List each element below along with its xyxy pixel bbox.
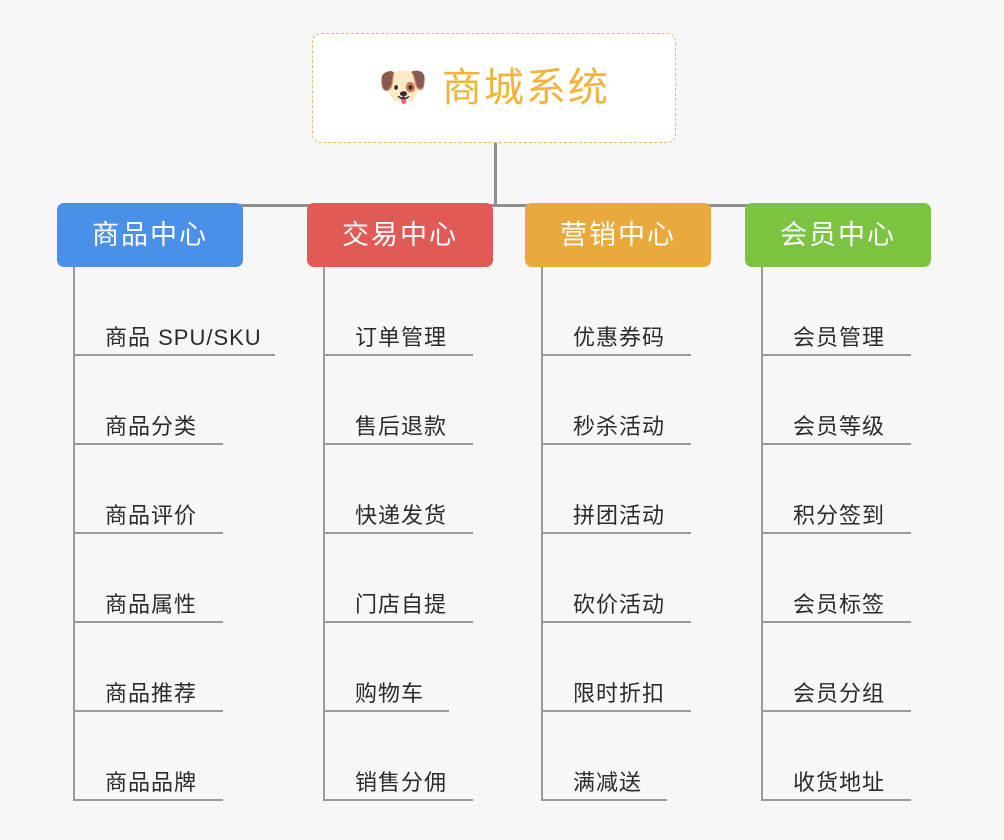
leaf-item[interactable]: 会员管理 [763,267,931,356]
category-header-label: 交易中心 [342,219,458,250]
leaf-underline [763,443,911,445]
column-trade-center: 交易中心订单管理售后退款快递发货门店自提购物车销售分佣 [307,203,493,801]
leaf-underline [75,799,223,801]
category-header-trade-center[interactable]: 交易中心 [307,203,493,267]
leaf-underline [325,532,473,534]
leaf-item[interactable]: 优惠券码 [543,267,711,356]
leaf-item-label: 收货地址 [793,770,886,795]
leaf-item[interactable]: 商品属性 [75,534,243,623]
category-header-marketing-center[interactable]: 营销中心 [525,203,711,267]
leaf-underline [763,621,911,623]
leaf-item[interactable]: 购物车 [325,623,493,712]
leaf-underline [325,621,473,623]
leaf-item[interactable]: 收货地址 [763,712,931,801]
leaf-item-label: 商品推荐 [105,681,198,706]
leaf-underline [75,532,223,534]
category-header-label: 商品中心 [92,219,208,250]
leaf-underline [763,710,911,712]
leaf-underline [325,710,449,712]
leaf-item-label: 砍价活动 [573,592,666,617]
leaf-item[interactable]: 积分签到 [763,445,931,534]
leaf-item-label: 售后退款 [355,414,448,439]
root-node-商城系统[interactable]: 🐶 商城系统 [312,33,676,143]
leaf-underline [543,799,667,801]
leaf-item[interactable]: 商品推荐 [75,623,243,712]
leaf-item[interactable]: 秒杀活动 [543,356,711,445]
leaf-underline [763,532,911,534]
leaf-item-label: 会员分组 [793,681,886,706]
leaf-underline [543,710,691,712]
leaf-item[interactable]: 商品评价 [75,445,243,534]
leaf-item-label: 购物车 [355,681,425,706]
leaf-underline [75,621,223,623]
leaf-item-label: 订单管理 [355,325,448,350]
leaf-underline [543,443,691,445]
leaf-item[interactable]: 商品分类 [75,356,243,445]
leaf-item-label: 优惠券码 [573,325,666,350]
leaf-underline [75,443,223,445]
leaf-item-label: 限时折扣 [573,681,666,706]
dog-face-icon: 🐶 [378,65,428,109]
column-marketing-center: 营销中心优惠券码秒杀活动拼团活动砍价活动限时折扣满减送 [525,203,711,801]
root-node-title: 商城系统 [441,66,610,110]
leaf-item[interactable]: 销售分佣 [325,712,493,801]
leaf-item[interactable]: 会员标签 [763,534,931,623]
leaf-item-label: 门店自提 [355,592,448,617]
leaf-item[interactable]: 售后退款 [325,356,493,445]
leaf-item[interactable]: 会员分组 [763,623,931,712]
connector-root-stem [494,143,497,207]
connector-horizontal-bus [148,204,847,207]
leaf-underline [543,621,691,623]
leaf-item-label: 满减送 [573,770,643,795]
leaf-underline [763,354,911,356]
leaf-underline [763,799,911,801]
leaf-item[interactable]: 会员等级 [763,356,931,445]
leaf-item-label: 商品分类 [105,414,198,439]
leaf-underline [325,799,473,801]
leaf-item[interactable]: 商品品牌 [75,712,243,801]
leaf-item-label: 商品评价 [105,503,198,528]
leaf-item-label: 会员标签 [793,592,886,617]
leaf-item[interactable]: 订单管理 [325,267,493,356]
leaf-item-label: 会员管理 [793,325,886,350]
column-member-center: 会员中心会员管理会员等级积分签到会员标签会员分组收货地址 [745,203,931,801]
leaf-item-label: 商品 SPU/SKU [105,325,262,350]
branch-trade-center: 订单管理售后退款快递发货门店自提购物车销售分佣 [323,267,493,801]
leaf-item[interactable]: 满减送 [543,712,711,801]
column-product-center: 商品中心商品 SPU/SKU 商品分类商品评价商品属性商品推荐商品品牌 [57,203,275,801]
leaf-item[interactable]: 砍价活动 [543,534,711,623]
leaf-underline [325,443,473,445]
branch-marketing-center: 优惠券码秒杀活动拼团活动砍价活动限时折扣满减送 [541,267,711,801]
category-header-label: 营销中心 [560,219,676,250]
leaf-item-label: 销售分佣 [355,770,448,795]
branch-product-center: 商品 SPU/SKU 商品分类商品评价商品属性商品推荐商品品牌 [73,267,275,801]
leaf-item[interactable]: 限时折扣 [543,623,711,712]
leaf-underline [325,354,473,356]
category-header-product-center[interactable]: 商品中心 [57,203,243,267]
leaf-item-label: 快递发货 [355,503,448,528]
leaf-item[interactable]: 商品 SPU/SKU [75,267,275,356]
leaf-item-label: 会员等级 [793,414,886,439]
leaf-item[interactable]: 门店自提 [325,534,493,623]
branch-member-center: 会员管理会员等级积分签到会员标签会员分组收货地址 [761,267,931,801]
leaf-item[interactable]: 拼团活动 [543,445,711,534]
leaf-underline [75,354,275,356]
leaf-item-label: 秒杀活动 [573,414,666,439]
leaf-underline [543,532,691,534]
leaf-item-label: 商品属性 [105,592,198,617]
leaf-item-label: 商品品牌 [105,770,198,795]
leaf-underline [75,710,223,712]
leaf-underline [543,354,691,356]
category-header-member-center[interactable]: 会员中心 [745,203,931,267]
category-header-label: 会员中心 [780,219,896,250]
leaf-item-label: 拼团活动 [573,503,666,528]
leaf-item-label: 积分签到 [793,503,886,528]
leaf-item[interactable]: 快递发货 [325,445,493,534]
